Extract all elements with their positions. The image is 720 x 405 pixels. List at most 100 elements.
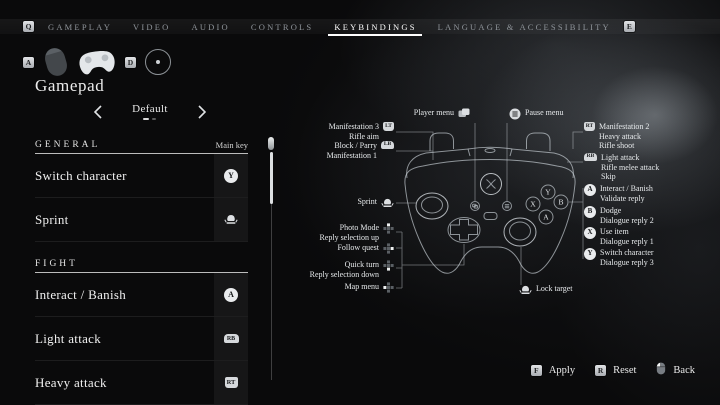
left-stick-press-icon [381,197,394,212]
binding-label: Switch character [35,167,127,183]
tab-gameplay[interactable]: GAMEPLAY [48,21,113,32]
tab-language-accessibility[interactable]: LANGUAGE & ACCESSIBILITY [437,21,611,32]
svg-text:X: X [530,200,536,209]
xbox-logo-icon [486,179,496,189]
svg-text:B: B [558,198,563,207]
binding-row-switch-character[interactable]: Switch character Y [35,154,248,198]
a-face-button [538,209,554,225]
section-title: GENERAL [35,140,101,150]
scrollbar-thumb[interactable] [270,152,273,204]
share-button [483,212,498,220]
view-button [470,201,480,211]
right-trigger [526,132,551,151]
binding-key-cell[interactable]: RT [214,361,248,404]
svg-text:Y: Y [545,188,551,197]
next-device-key-hint: D [125,56,136,68]
tab-audio[interactable]: AUDIO [191,21,230,32]
binding-row-heavy-attack[interactable]: Heavy attack RT [35,361,248,405]
rb-button-badge: RB [223,334,239,343]
preset-prev-button[interactable] [94,104,102,119]
binding-row-interact-banish[interactable]: Interact / Banish A [35,273,248,317]
a-button-badge: A [224,287,238,302]
callout-dpad-left: Map menu [345,282,394,296]
aim-reticle-icon[interactable] [145,49,171,75]
next-tab-key-hint: E [623,21,635,32]
dpad-right-icon [383,243,394,257]
right-stick-press-icon [519,284,532,299]
guide-button [480,173,502,195]
mouse-left-click-icon [656,361,666,379]
gamepad-device-icon[interactable] [78,47,116,77]
main-key-column-header: Main key [215,140,248,150]
binding-row-light-attack[interactable]: Light attack RB [35,317,248,361]
section-general: GENERAL Main key Switch character Y Spri… [35,136,248,242]
binding-label: Sprint [35,211,69,227]
scrollbar-knob[interactable] [268,137,274,150]
settings-tabs: GAMEPLAY VIDEO AUDIO CONTROLS KEYBINDING… [48,21,611,36]
controller-diagram: Y X B A [396,123,584,289]
tab-controls[interactable]: CONTROLS [250,21,314,32]
y-button-icon: Y [584,248,596,260]
back-button[interactable]: Back [656,361,695,379]
callout-lock-target: Lock target [519,284,573,299]
lb-key-icon: LB [381,141,394,149]
menu-button-icon [509,108,521,123]
apply-key-hint: F [530,364,542,376]
prev-device-key-hint: A [23,56,34,68]
left-trigger [429,132,454,151]
tab-video[interactable]: VIDEO [133,21,171,32]
menu-button [502,201,512,211]
reset-key-hint: R [595,364,607,376]
binding-row-sprint[interactable]: Sprint [35,198,248,242]
controller-outline [404,132,576,274]
apply-button[interactable]: F Apply [530,364,575,376]
dpad [447,217,481,243]
binding-key-cell[interactable] [214,198,248,241]
binding-key-cell[interactable]: RB [214,317,248,360]
section-fight: FIGHT Interact / Banish A Light attack R… [35,255,248,405]
input-device-switcher: A D [23,42,171,82]
binding-key-cell[interactable]: Y [214,154,248,197]
left-stick-press-icon [224,215,238,224]
mouse-device-icon[interactable] [43,47,69,77]
dpad-down-icon [383,260,394,274]
lt-key-icon: LT [383,122,394,131]
prev-tab-key-hint: Q [23,21,34,32]
tab-keybindings[interactable]: KEYBINDINGS [328,21,422,36]
rb-key-icon: RB [584,153,597,161]
callout-dpad-right: Follow quest [337,243,394,257]
preset-page-dots [143,118,157,120]
rt-button-badge: RT [224,377,238,388]
scrollbar-track[interactable] [271,152,272,380]
bindings-list: GENERAL Main key Switch character Y Spri… [35,136,248,405]
dpad-up-icon [383,223,394,237]
rt-key-icon: RT [584,122,595,131]
preset-selector: Default [94,103,206,120]
x-face-button [525,196,541,212]
callout-sprint: Sprint [357,197,394,212]
binding-key-cell[interactable]: A [214,273,248,316]
right-stick [503,217,537,247]
callout-pause-menu: Pause menu [509,108,563,123]
preset-next-button[interactable] [198,104,206,119]
controller-body [404,158,576,274]
y-button-badge: Y [224,168,238,183]
b-button-icon: B [584,206,596,218]
x-button-icon: X [584,227,596,239]
svg-text:A: A [543,213,549,222]
b-face-button [553,194,569,210]
reset-button[interactable]: R Reset [595,364,636,376]
footer-actions: F Apply R Reset Back [530,361,695,379]
binding-label: Light attack [35,330,102,346]
settings-tab-bar: Q GAMEPLAY VIDEO AUDIO CONTROLS KEYBINDI… [0,19,720,36]
